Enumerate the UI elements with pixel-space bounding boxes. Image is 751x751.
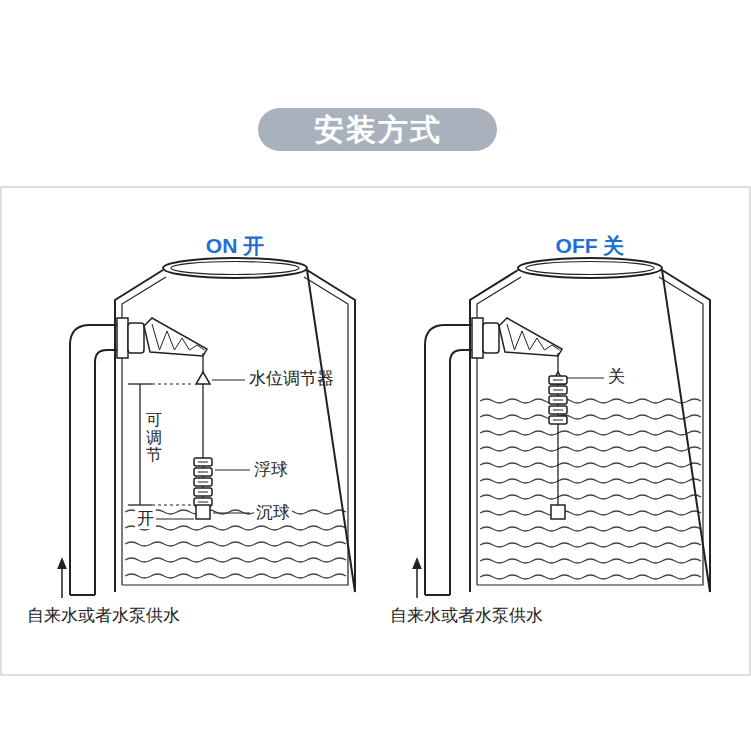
flow-arrow (61, 563, 63, 598)
part-label: 浮球 (254, 460, 288, 480)
state-label: 开 (135, 509, 156, 529)
float-ball (549, 376, 567, 384)
annotation-lines (128, 378, 604, 519)
water-wave (480, 511, 701, 515)
level-regulator (196, 372, 210, 384)
water-wave (125, 574, 346, 578)
state-label: 关 (608, 367, 625, 387)
float-valve (117, 318, 207, 358)
tank-heading: OFF 关 (470, 232, 710, 260)
range-label: 可调节 (146, 411, 162, 464)
float-ball (194, 478, 212, 486)
float-valve (472, 318, 562, 358)
float-ball (194, 488, 212, 496)
title-pill: 安装方式 (258, 108, 497, 151)
water-wave (125, 542, 346, 546)
water-wave (480, 575, 701, 579)
flow-arrow (416, 563, 418, 598)
supply-note: 自来水或者水泵供水 (390, 606, 543, 626)
water-wave (125, 510, 346, 514)
float-ball (194, 468, 212, 476)
part-label: 水位调节器 (249, 369, 334, 389)
float-ball (549, 406, 567, 414)
water-tank (417, 258, 710, 598)
part-label: 沉球 (254, 503, 292, 523)
water-wave (480, 559, 701, 563)
float-ball (549, 416, 567, 424)
water-tank (62, 258, 355, 598)
float-ball (194, 458, 212, 466)
water-wave (480, 527, 701, 531)
water-wave (125, 558, 346, 562)
panel-frame (1, 187, 750, 675)
water-wave (480, 447, 701, 451)
sink-ball (551, 505, 565, 519)
water-wave (480, 543, 701, 547)
water-wave (125, 526, 346, 530)
float-ball (549, 386, 567, 394)
water-wave (480, 479, 701, 483)
water-wave (480, 463, 701, 467)
supply-pipe (70, 325, 118, 595)
water-wave (480, 415, 701, 419)
supply-pipe (425, 325, 473, 595)
tank-heading: ON 开 (115, 232, 355, 260)
tank-node: OFF 关 (470, 232, 710, 592)
water-wave (480, 431, 701, 435)
water-wave (480, 495, 701, 499)
supply-note: 自来水或者水泵供水 (27, 606, 180, 626)
sink-ball (196, 505, 210, 519)
float-ball (549, 396, 567, 404)
water-wave (480, 399, 701, 403)
